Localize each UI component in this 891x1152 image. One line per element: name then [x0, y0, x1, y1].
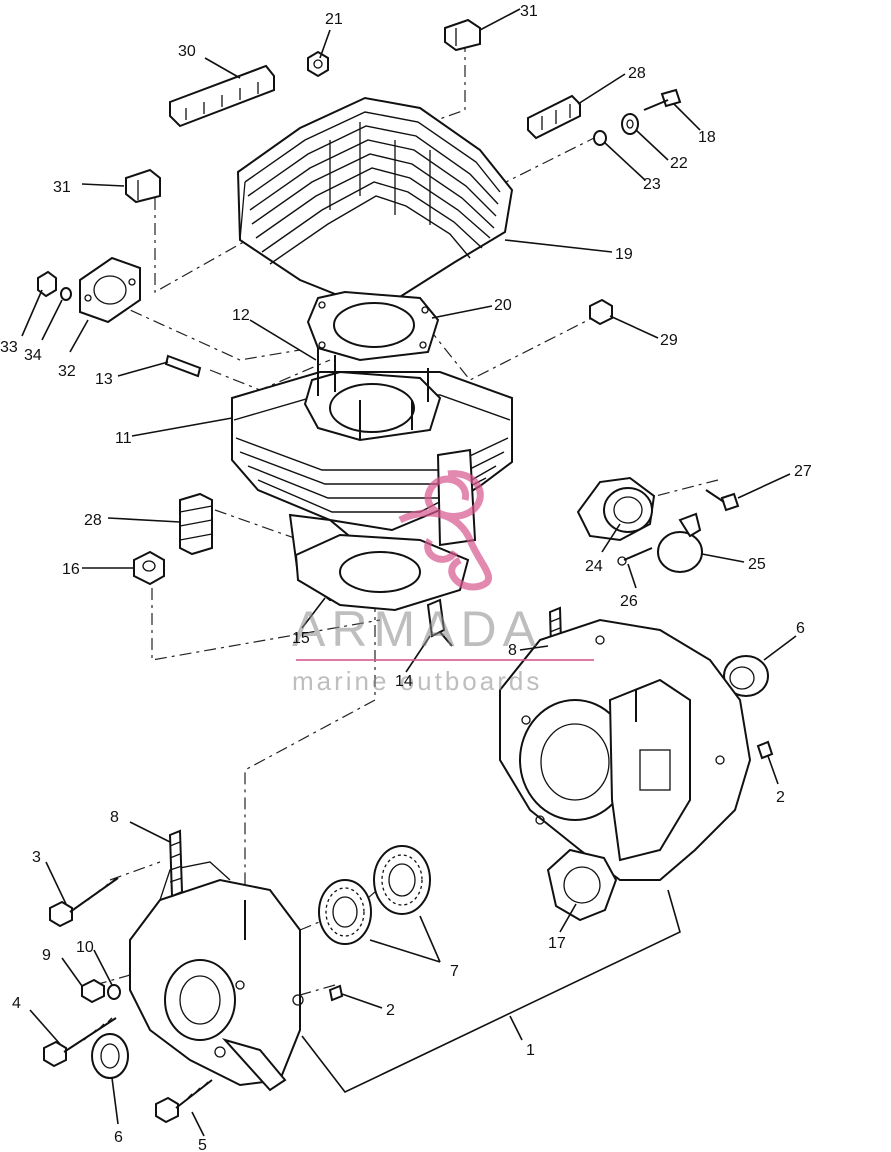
washer	[621, 113, 639, 135]
callout-24: 24	[585, 558, 603, 575]
crankcase-right	[499, 618, 752, 881]
callout-26: 26	[620, 593, 638, 610]
callout-31-top: 31	[520, 3, 538, 20]
sensor-14	[426, 598, 453, 647]
callout-20: 20	[494, 297, 512, 314]
callout-5: 5	[198, 1137, 207, 1152]
exhaust-gasket	[79, 256, 141, 324]
callout-6-right: 6	[796, 620, 805, 637]
leader-lines	[21, 8, 797, 1137]
bolt-5	[155, 1079, 213, 1124]
nut-33	[37, 270, 57, 298]
clamp-25	[657, 512, 703, 573]
callout-12: 12	[232, 307, 250, 324]
callout-19: 19	[615, 246, 633, 263]
callout-23: 23	[643, 176, 661, 193]
callout-33: 33	[0, 339, 18, 356]
bolt-9	[81, 978, 105, 1004]
spacer-bar-left	[179, 492, 213, 556]
stud-13	[164, 354, 202, 378]
callout-25: 25	[748, 556, 766, 573]
bolt-3	[49, 877, 119, 928]
callout-9: 9	[42, 947, 51, 964]
clip-left	[125, 168, 161, 204]
callout-21: 21	[325, 11, 343, 28]
callout-10: 10	[76, 939, 94, 956]
seal-6-left	[91, 1033, 129, 1079]
callout-14: 14	[395, 673, 413, 690]
washer-10	[107, 984, 121, 1000]
nut-16	[133, 550, 165, 586]
small-washer	[593, 130, 607, 146]
callout-2-right: 2	[776, 789, 785, 806]
watermark: ARMADA marine outboards	[292, 470, 594, 696]
callout-11: 11	[115, 430, 132, 447]
callout-22: 22	[670, 155, 688, 172]
watermark-swirl-icon	[398, 470, 492, 591]
callout-28-top: 28	[628, 65, 646, 82]
callout-32: 32	[58, 363, 76, 380]
callout-7: 7	[450, 963, 459, 980]
stud-8-left	[168, 829, 184, 898]
callout-30: 30	[178, 43, 196, 60]
intake-flange	[576, 476, 656, 542]
callout-3: 3	[32, 849, 41, 866]
crankcase-left	[129, 861, 304, 1092]
callout-8-left: 8	[110, 809, 119, 826]
callout-labels: 31 21 30 28 18 22 23 31 19 20 12 29 33 3…	[0, 3, 812, 1152]
clip-top	[444, 18, 481, 52]
callout-18: 18	[698, 129, 716, 146]
spacer-bar-top	[169, 64, 275, 128]
callout-31-left: 31	[53, 179, 71, 196]
base-gasket	[294, 533, 470, 612]
head-nut	[307, 50, 329, 78]
callout-16: 16	[62, 561, 80, 578]
callout-17: 17	[548, 935, 566, 952]
screw-26	[617, 547, 653, 566]
head-gasket	[306, 290, 440, 362]
callout-13: 13	[95, 371, 113, 388]
callout-29: 29	[660, 332, 678, 349]
main-bearing-1	[318, 879, 372, 945]
main-bearing-2	[373, 845, 431, 915]
callout-27: 27	[794, 463, 812, 480]
callout-6-left: 6	[114, 1129, 123, 1146]
callout-28-left: 28	[84, 512, 102, 529]
bolt-18	[643, 88, 682, 111]
callout-1: 1	[526, 1042, 535, 1059]
cylinder-head	[236, 96, 514, 304]
bolt-4	[43, 1017, 117, 1068]
crankcase-gasket-17	[546, 848, 618, 922]
seal-6-right	[723, 655, 769, 697]
dowel-2-right	[756, 740, 774, 760]
watermark-brand: ARMADA	[292, 601, 542, 657]
callout-4: 4	[12, 995, 21, 1012]
callout-34: 34	[24, 347, 42, 364]
lock-washer-34	[60, 287, 72, 301]
bolt-27	[705, 489, 740, 512]
watermark-tagline: marine outboards	[292, 666, 542, 696]
callout-8-right: 8	[508, 642, 517, 659]
callout-15: 15	[292, 630, 310, 647]
clip-29	[589, 298, 613, 326]
callout-2-left: 2	[386, 1002, 395, 1019]
spacer-bar-right	[527, 94, 581, 140]
dowel-2-left	[328, 984, 344, 1002]
